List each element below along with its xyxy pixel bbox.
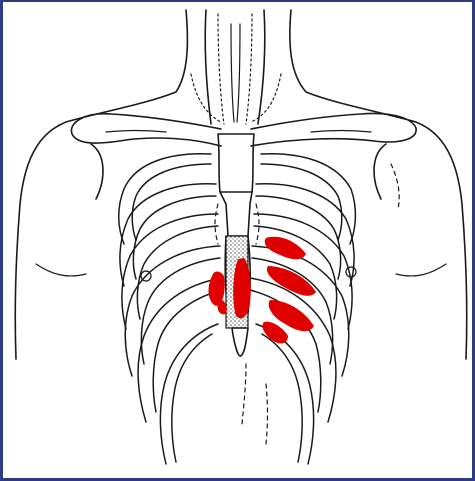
trachea bbox=[191, 10, 281, 124]
clavicles bbox=[71, 114, 416, 146]
left-ribcage bbox=[119, 154, 222, 464]
chest-anatomy-illustration bbox=[6, 4, 475, 480]
sternum bbox=[218, 134, 254, 356]
right-ribcage bbox=[250, 154, 355, 464]
highlight-mark bbox=[265, 237, 306, 259]
highlight-mark bbox=[233, 258, 251, 318]
highlight-mark bbox=[217, 300, 226, 314]
highlight-mark bbox=[262, 322, 288, 344]
